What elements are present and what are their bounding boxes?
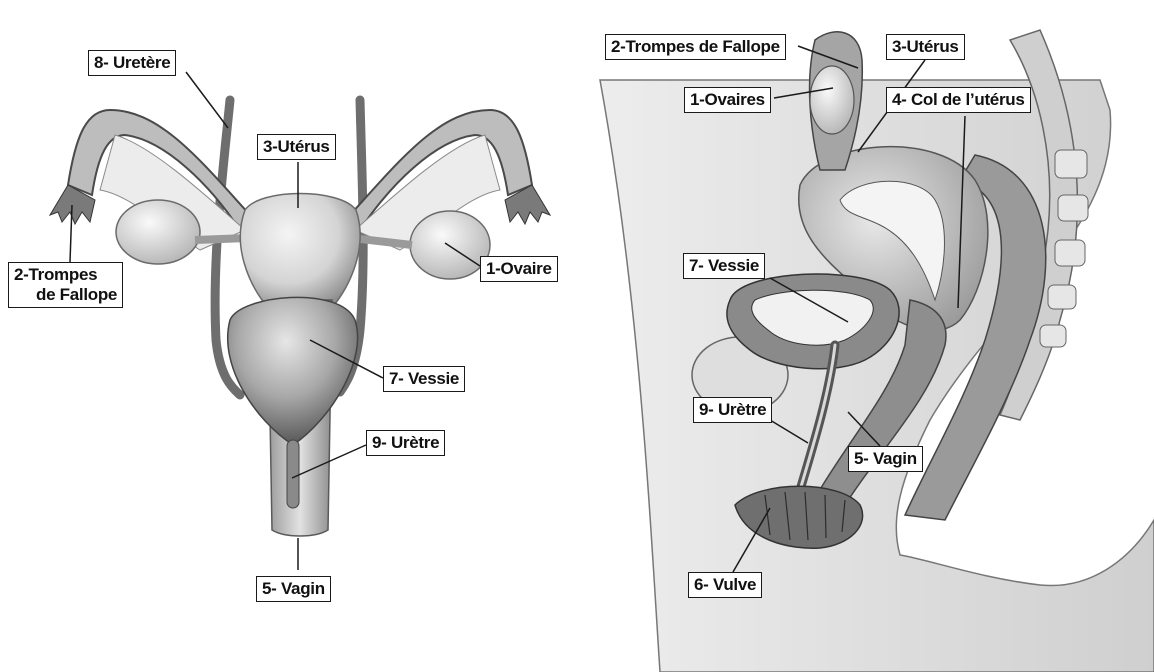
front-view (50, 100, 550, 536)
label-front-trompes: 2-Trompes de Fallope (8, 262, 123, 308)
label-front-trompes-line2: de Fallope (14, 285, 117, 305)
front-ovary-left (116, 200, 200, 264)
label-front-uretre: 9- Urètre (366, 430, 445, 456)
front-bladder (228, 297, 358, 445)
label-side-vagin: 5- Vagin (848, 446, 923, 472)
side-ovary (810, 66, 854, 134)
leader-front-uretere (186, 72, 228, 128)
label-front-ovaire: 1-Ovaire (480, 256, 558, 282)
front-uterus (240, 194, 360, 311)
label-front-vessie: 7- Vessie (383, 366, 465, 392)
front-ovary-right (410, 211, 490, 279)
label-side-uterus: 3-Utérus (886, 34, 965, 60)
front-urethra (287, 440, 299, 508)
label-front-trompes-line1: 2-Trompes (14, 265, 117, 285)
label-side-uretre: 9- Urètre (693, 397, 772, 423)
label-side-ovaires: 1-Ovaires (684, 87, 771, 113)
label-front-uterus: 3-Utérus (257, 134, 336, 160)
label-side-col: 4- Col de l’utérus (886, 87, 1031, 113)
label-front-uretere: 8- Uretère (88, 50, 176, 76)
label-side-vessie: 7- Vessie (683, 253, 765, 279)
label-front-vagin: 5- Vagin (256, 576, 331, 602)
label-side-vulve: 6- Vulve (688, 572, 762, 598)
label-side-trompes: 2-Trompes de Fallope (605, 34, 786, 60)
